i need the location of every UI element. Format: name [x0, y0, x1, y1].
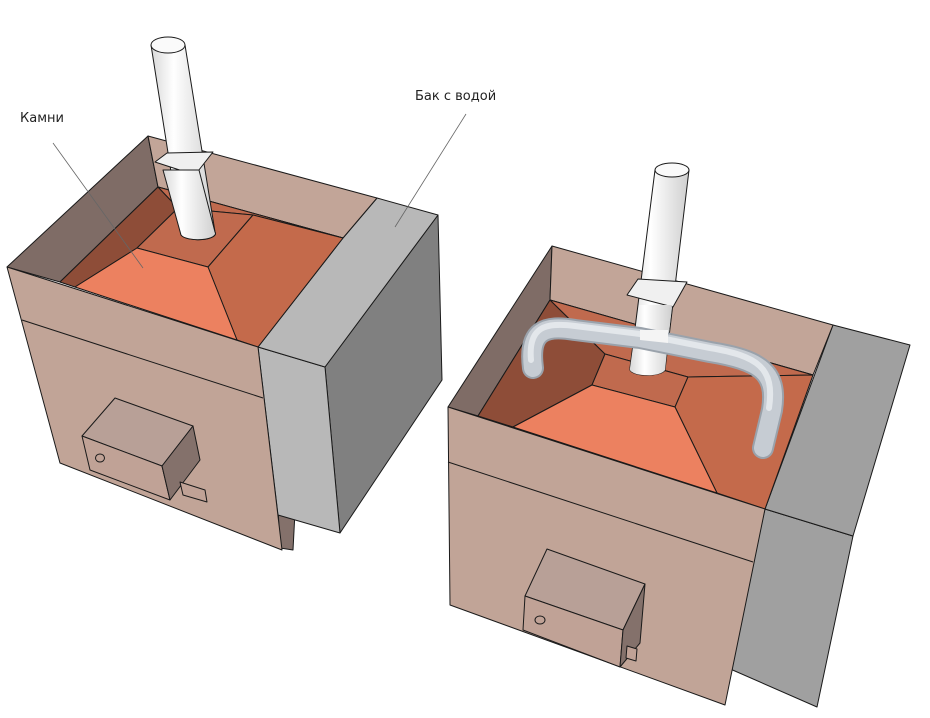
firebox-left-side: [161, 425, 201, 501]
label-water-tank: Бак с водой: [394, 89, 496, 228]
firebox-right-side: [619, 583, 646, 668]
stove-right: [447, 162, 911, 708]
label-stones: Камни: [20, 111, 144, 269]
stove-left-front-seam: [21, 319, 264, 399]
stones-right-front-facet: [512, 384, 718, 494]
label-stones-text: Камни: [20, 111, 64, 126]
stove-right-front-seam: [447, 461, 754, 563]
firebox-door-right[interactable]: [522, 548, 646, 668]
ash-drawer-handle-left[interactable]: [179, 481, 208, 503]
stove-left: [6, 36, 443, 551]
bent-pipe-right: [521, 317, 785, 459]
chimney-opening-right: [654, 162, 690, 178]
ash-drawer-handle-right[interactable]: [625, 645, 638, 662]
firebox-door-left[interactable]: [81, 397, 208, 503]
chimney-opening-left: [150, 36, 186, 54]
stones-left-front-facet: [74, 247, 238, 341]
tank-right-top-face: [764, 324, 911, 537]
firebox-right-hole-icon: [534, 615, 546, 625]
label-water-tank-text: Бак с водой: [415, 89, 496, 104]
leader-line-water-tank: [394, 113, 467, 228]
leader-line-stones: [52, 142, 144, 269]
chimney-flange-right: [626, 278, 688, 308]
chimney-pipe-left: [150, 36, 216, 241]
firebox-left-hole-icon: [95, 453, 105, 463]
